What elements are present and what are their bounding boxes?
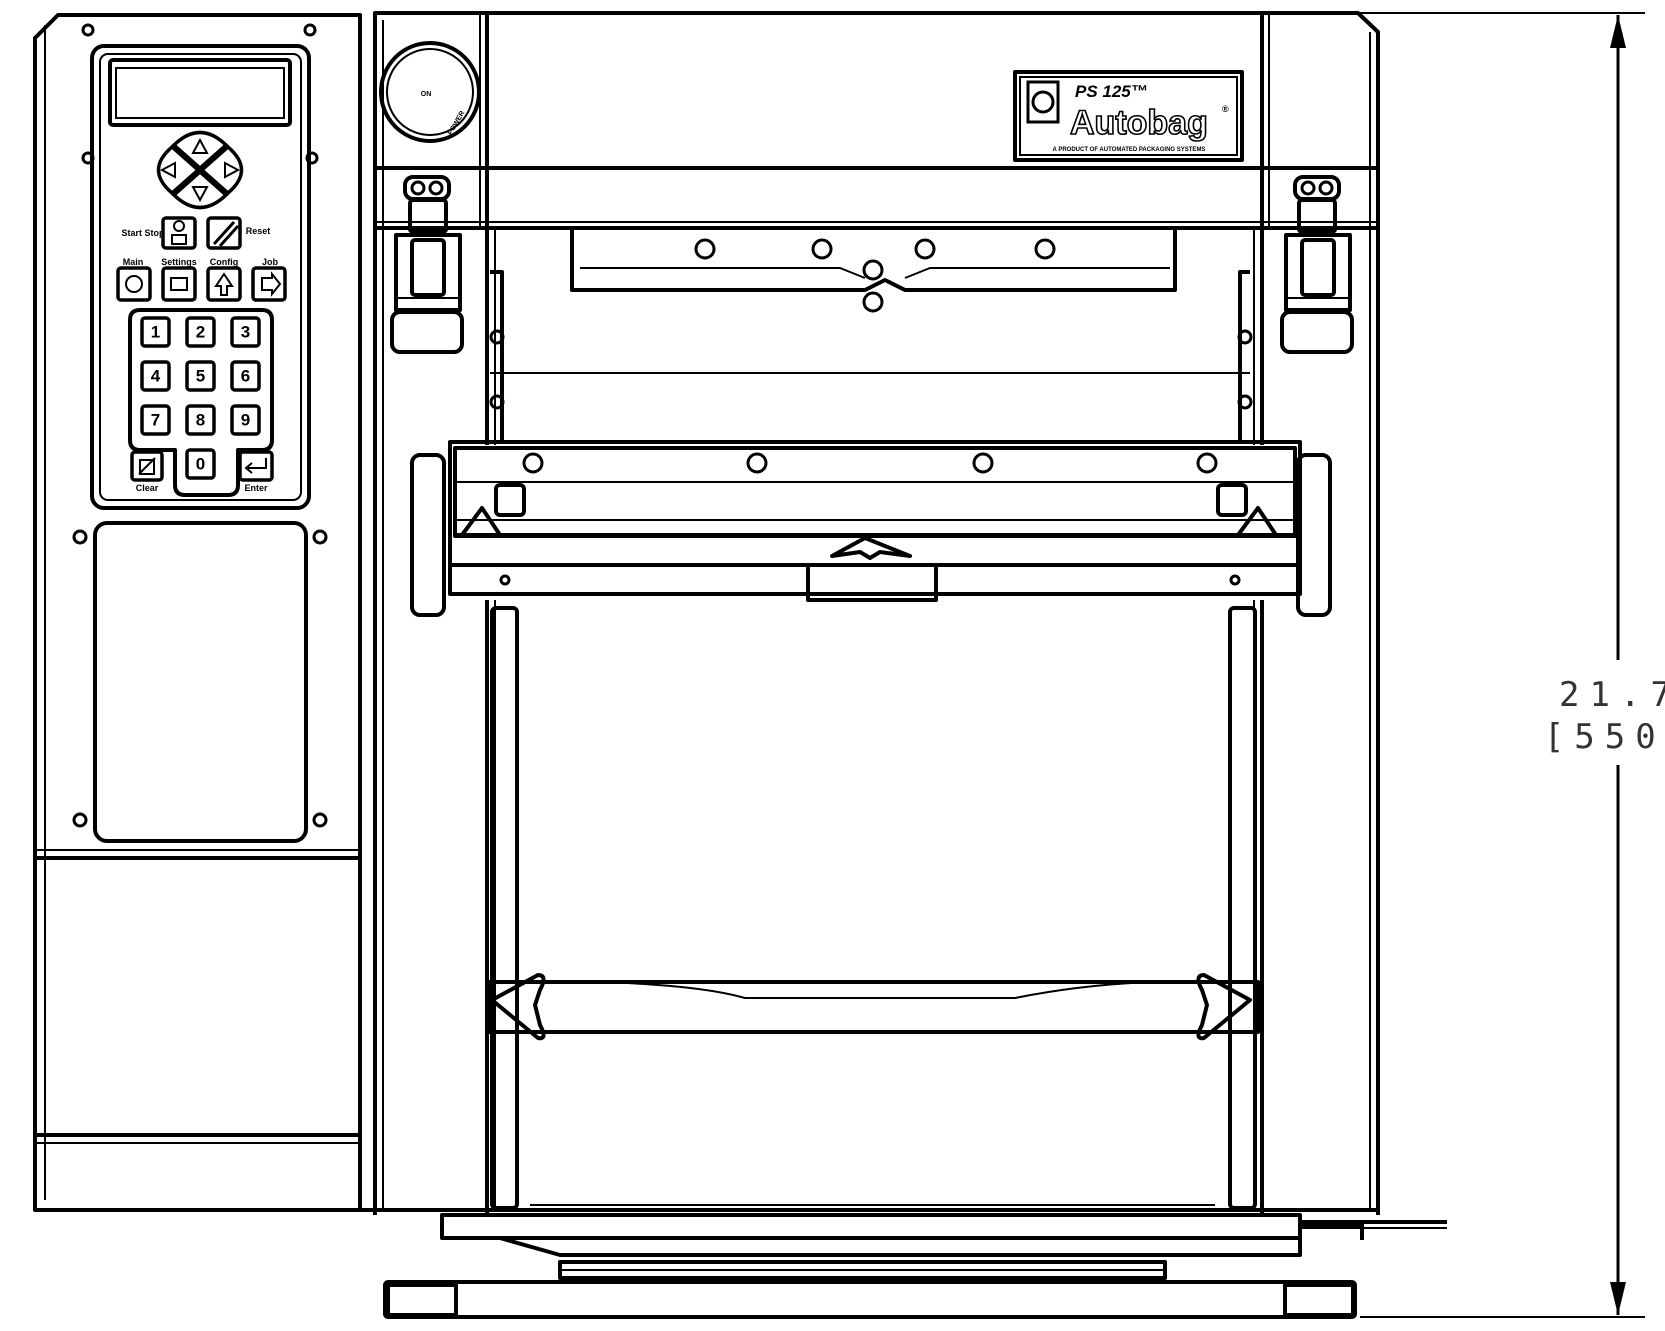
main-key[interactable]: Main [116,257,152,302]
height-dimension: 21.7 [550] [1360,12,1665,1318]
job-key[interactable]: Job [251,257,287,302]
seal-bar-upper [489,226,1253,440]
enter-label: Enter [244,483,268,493]
dimension-millimeters: [550] [1544,717,1665,757]
control-cabinet: Start Stop Reset Main Settings Config Jo… [33,13,362,1212]
access-panel [93,521,308,843]
enter-icon [244,458,267,474]
svg-text:1: 1 [151,323,160,342]
main-icon [125,275,143,293]
config-icon [214,272,234,296]
svg-text:5: 5 [196,367,205,386]
key-0[interactable]: 0 [185,448,216,480]
key-1[interactable]: 1 [140,316,171,348]
settings-key[interactable]: Settings [161,257,197,302]
start-stop-key[interactable]: Start Stop [121,216,197,250]
brand-name: Autobag [1070,104,1208,142]
key-2[interactable]: 2 [185,316,216,348]
left-latch[interactable] [390,175,464,354]
key-3[interactable]: 3 [230,316,261,348]
arrow-right-icon [224,161,241,179]
machine-base [360,1204,1447,1319]
numeric-keys[interactable]: 1 2 3 4 5 6 7 [140,316,261,480]
power-dial[interactable]: ON POWER [379,41,481,143]
config-key[interactable]: Config [206,257,242,302]
svg-text:2: 2 [196,323,205,342]
svg-text:4: 4 [151,367,161,386]
svg-text:7: 7 [151,411,160,430]
settings-label: Settings [161,257,197,267]
key-6[interactable]: 6 [230,360,261,392]
autobag-logo-icon [1026,80,1060,124]
nav-up-key[interactable] [171,130,229,171]
dimension-arrow-top [1610,15,1626,48]
clear-key[interactable]: Clear [130,450,164,493]
tagline: A PRODUCT OF AUTOMATED PACKAGING SYSTEMS [1053,147,1206,153]
start-stop-label: Start Stop [121,228,165,238]
bag-support-bar [486,973,1260,1041]
arrow-up-icon [191,137,209,154]
arrow-left-icon [159,161,176,179]
dimension-inches: 21.7 [1559,675,1665,715]
nav-right-key[interactable] [199,144,244,196]
settings-icon [170,277,188,291]
logo-plate: PS 125™ Autobag ® A PRODUCT OF AUTOMATED… [1013,70,1244,162]
svg-text:3: 3 [241,323,250,342]
key-9[interactable]: 9 [230,404,261,436]
reset-label: Reset [246,226,271,236]
key-8[interactable]: 8 [185,404,216,436]
main-frame [373,11,1380,1215]
reset-key[interactable]: Reset [206,216,271,250]
svg-text:0: 0 [196,455,205,474]
right-latch[interactable] [1280,175,1354,354]
main-label: Main [123,257,144,267]
nav-left-key[interactable] [156,144,201,196]
key-7[interactable]: 7 [140,404,171,436]
clear-icon [138,457,156,475]
key-4[interactable]: 4 [140,360,171,392]
start-stop-icon [173,220,185,232]
registered-mark: ® [1222,104,1229,114]
svg-text:6: 6 [241,367,250,386]
reset-icon [212,220,236,246]
svg-text:8: 8 [196,411,205,430]
key-5[interactable]: 5 [185,360,216,392]
svg-text:9: 9 [241,411,250,430]
nav-down-key[interactable] [171,169,229,210]
job-icon [261,271,282,297]
seal-bar-lower [410,440,1332,617]
job-label: Job [262,257,279,267]
model-name: PS 125™ [1075,82,1148,101]
config-label: Config [210,257,239,267]
arrow-down-icon [191,186,209,203]
enter-key[interactable]: Enter [238,450,274,493]
dial-label: ON [421,91,432,98]
dimension-arrow-bottom [1610,1282,1626,1315]
clear-label: Clear [136,483,159,493]
nav-keys[interactable] [156,130,244,210]
